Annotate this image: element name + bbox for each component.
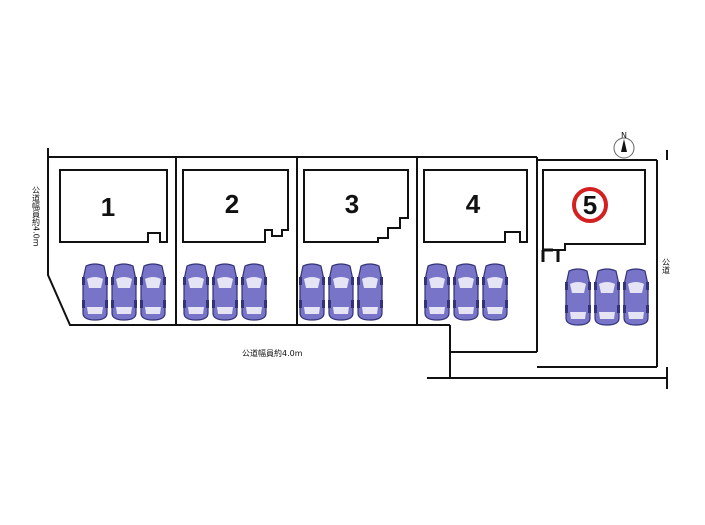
car-lot-3-c (356, 263, 384, 321)
road-label-east: 公道 (662, 258, 671, 275)
lot-number-3: 3 (345, 189, 359, 219)
car-lot-4-b (452, 263, 480, 321)
car-lot-5-b (593, 268, 621, 326)
building-2 (182, 169, 289, 243)
building-footprints (59, 169, 646, 251)
parking-cars (81, 263, 650, 326)
gate-marks (541, 248, 560, 262)
car-lot-2-a (182, 263, 210, 321)
car-lot-3-a (298, 263, 326, 321)
lot-number-4: 4 (466, 189, 481, 219)
road-label-west: 公道幅員約4.0m (32, 186, 41, 247)
road-lines (427, 150, 668, 389)
car-lot-4-a (423, 263, 451, 321)
north-compass-icon: N (613, 131, 635, 159)
car-lot-1-c (139, 263, 167, 321)
car-lot-3-b (327, 263, 355, 321)
car-lot-5-c (622, 268, 650, 326)
lot-5-highlight-ring (572, 187, 608, 223)
car-lot-1-b (110, 263, 138, 321)
building-1 (59, 169, 168, 243)
road-label-south: 公道幅員約4.0m (242, 348, 303, 358)
lot-number-1: 1 (101, 192, 115, 222)
car-lot-2-c (240, 263, 268, 321)
north-label: N (621, 131, 627, 140)
building-3 (303, 169, 409, 243)
lot-number-2: 2 (225, 189, 239, 219)
car-lot-2-b (211, 263, 239, 321)
building-4 (423, 169, 528, 243)
car-lot-5-a (564, 268, 592, 326)
car-lot-4-c (481, 263, 509, 321)
car-lot-1-a (81, 263, 109, 321)
property-boundaries (47, 148, 658, 378)
lot-number-5: 5 (583, 190, 597, 220)
